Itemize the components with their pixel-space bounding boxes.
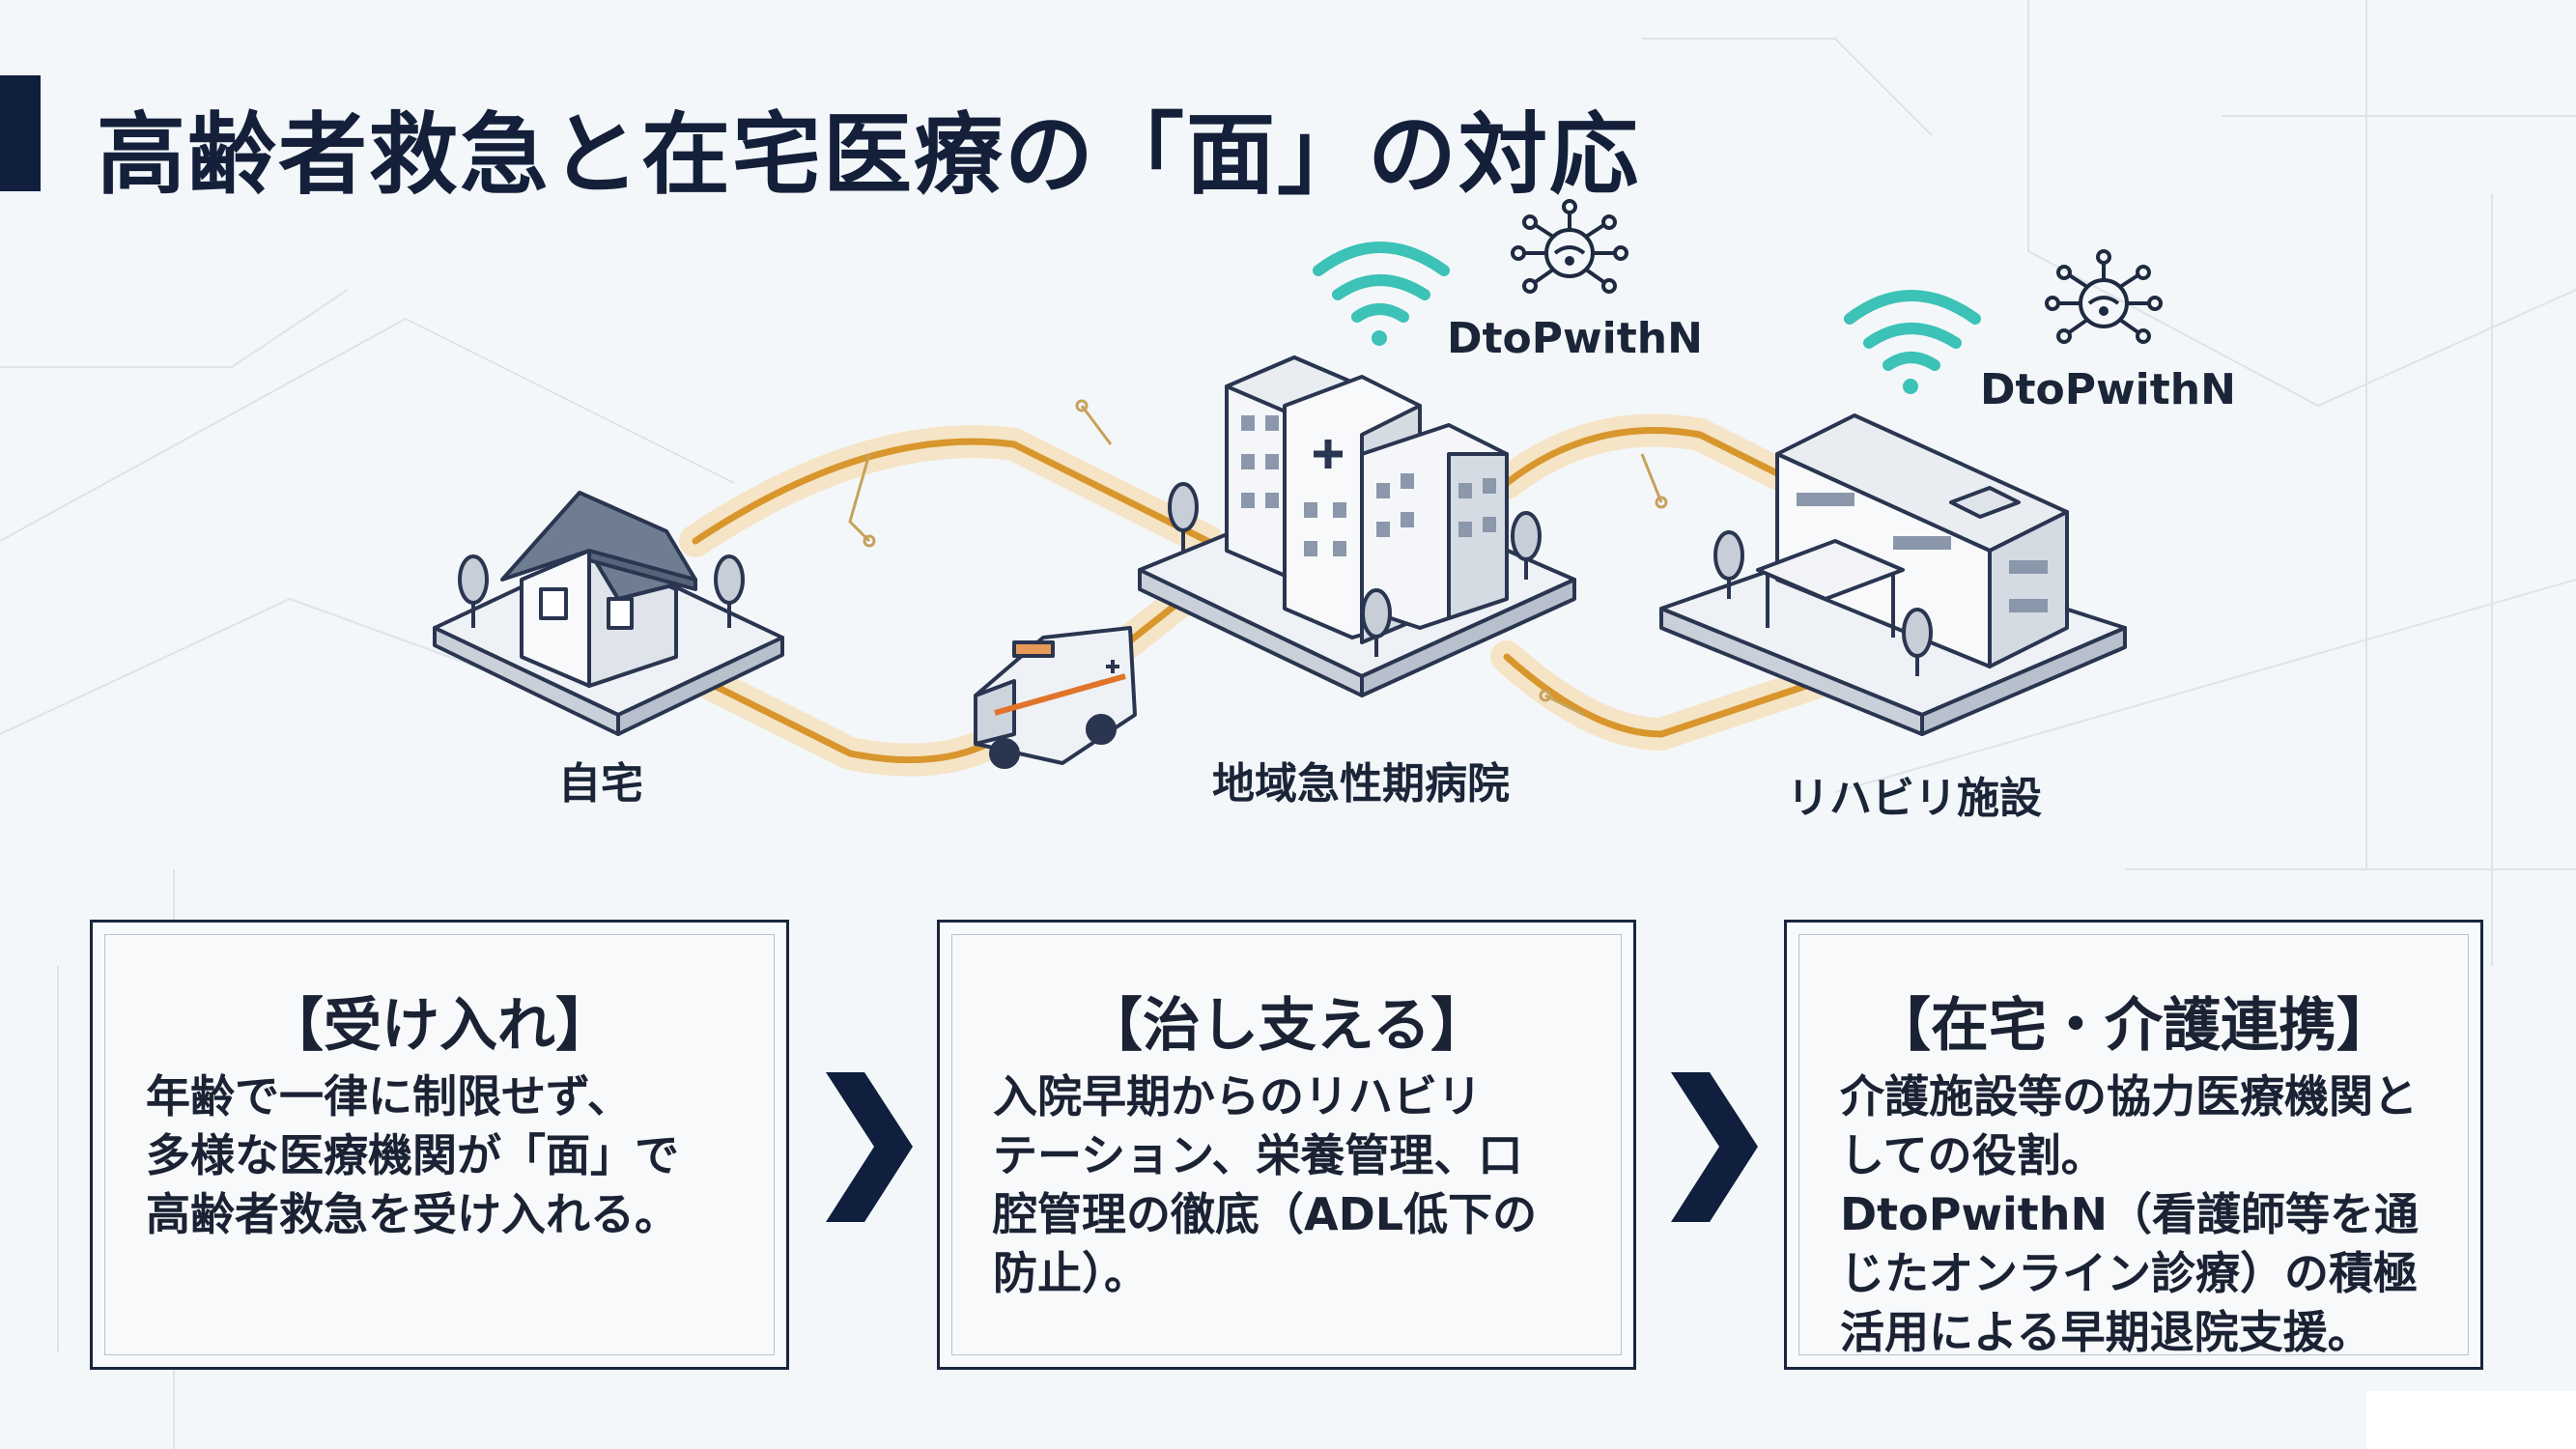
card-line: 多様な医療機関が「面」で (146, 1129, 679, 1181)
title-accent-bar (0, 75, 41, 191)
card-inner-frame (1798, 934, 2469, 1355)
hospital-icon (1138, 355, 1576, 697)
card-line: しての役割。 (1840, 1129, 2106, 1181)
card-title: 【受け入れ】 (266, 992, 613, 1060)
care-network-illustration (433, 199, 2163, 777)
card-cure-support: 【治し支える】 入院早期からのリハビリ テーション、栄養管理、口 腔管理の徹底（… (937, 920, 1636, 1370)
card-body: 年齢で一律に制限せず、 多様な医療機関が「面」で 高齢者救急を受け入れる。 (146, 1067, 757, 1244)
card-line: 腔管理の徹底（ADL低下の (993, 1188, 1538, 1240)
node-label-hospital: 地域急性期病院 (1212, 759, 1510, 809)
wifi-icon (1313, 242, 1450, 346)
card-inner-frame (104, 934, 775, 1355)
corner-blank (2366, 1391, 2576, 1449)
device-label-hospital: DtoPwithN (1447, 314, 1703, 363)
rehab-facility-icon (1659, 413, 2127, 736)
card-title: 【治し支える】 (1084, 992, 1489, 1060)
ambulance-icon (974, 626, 1137, 769)
node-label-rehab: リハビリ施設 (1787, 774, 2042, 823)
chevron-right-icon (1671, 1072, 1758, 1222)
card-inner-frame (951, 934, 1622, 1355)
card-body: 介護施設等の協力医療機関と しての役割。 DtoPwithN（看護師等を通 じた… (1840, 1067, 2451, 1362)
card-line: 介護施設等の協力医療機関と (1840, 1070, 2418, 1122)
card-line: 活用による早期退院支援。 (1840, 1306, 2372, 1358)
card-home-care-link: 【在宅・介護連携】 介護施設等の協力医療機関と しての役割。 DtoPwithN… (1784, 920, 2483, 1370)
network-icon (1511, 199, 1628, 294)
device-label-rehab: DtoPwithN (1980, 365, 2236, 414)
card-line: テーション、栄養管理、口 (993, 1129, 1523, 1181)
card-line: 高齢者救急を受け入れる。 (146, 1188, 679, 1240)
network-icon (2045, 249, 2163, 344)
node-label-home: 自宅 (558, 759, 643, 809)
card-line: 防止）。 (993, 1247, 1148, 1299)
card-title: 【在宅・介護連携】 (1873, 992, 2394, 1060)
card-line: 入院早期からのリハビリ (993, 1070, 1482, 1122)
card-line: じたオンライン診療）の積極 (1840, 1247, 2418, 1299)
card-line: 年齢で一律に制限せず、 (146, 1070, 632, 1122)
card-line: DtoPwithN（看護師等を通 (1840, 1188, 2419, 1240)
house-icon (433, 491, 784, 736)
page-title: 高齢者救急と在宅医療の「面」の対応 (97, 103, 1641, 207)
wifi-icon (1844, 290, 1981, 394)
card-acceptance: 【受け入れ】 年齢で一律に制限せず、 多様な医療機関が「面」で 高齢者救急を受け… (90, 920, 789, 1370)
chevron-right-icon (826, 1072, 913, 1222)
card-body: 入院早期からのリハビリ テーション、栄養管理、口 腔管理の徹底（ADL低下の 防… (993, 1067, 1604, 1303)
